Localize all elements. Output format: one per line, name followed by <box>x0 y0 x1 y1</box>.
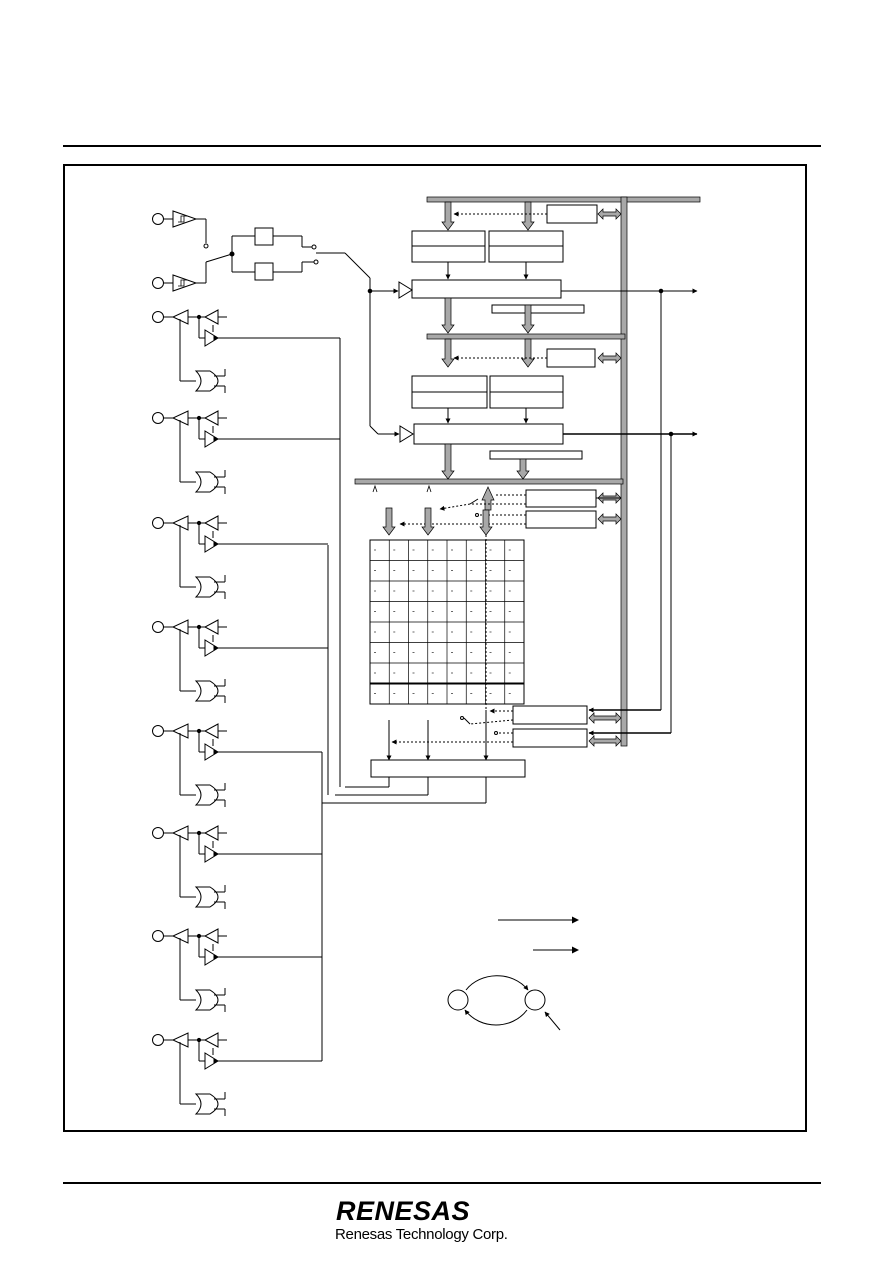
port-pin-3 <box>152 621 164 633</box>
footer-rule <box>63 1182 821 1184</box>
direction-buffer-1 <box>204 430 219 448</box>
direction-buffer-5 <box>204 845 219 863</box>
timer2-latch <box>489 450 583 460</box>
port-data-register-1 <box>512 705 588 725</box>
timer-block-1 <box>367 201 698 334</box>
port-pin-5 <box>152 827 164 839</box>
legend-state-b <box>524 989 546 1011</box>
input-buffer-7 <box>203 1032 219 1048</box>
port-direction-register <box>525 489 597 508</box>
input-buffer-4 <box>203 723 219 739</box>
or-gate-7 <box>194 1093 219 1115</box>
internal-data-bus <box>354 196 701 747</box>
port-pin-7 <box>152 1034 164 1046</box>
direction-buffer-2 <box>204 535 219 553</box>
port-matrix-section <box>328 291 672 804</box>
direction-buffer-4 <box>204 743 219 761</box>
clock-input-section <box>152 210 371 292</box>
input-buffer-1 <box>203 410 219 426</box>
brand-subtitle: Renesas Technology Corp. <box>335 1226 508 1243</box>
flip-flop-2 <box>254 262 274 281</box>
or-gate-5 <box>194 886 219 908</box>
port-control-register <box>525 510 597 529</box>
timer-block-2 <box>369 291 698 480</box>
output-latch <box>370 759 526 778</box>
port-channel-6 <box>152 928 322 1012</box>
direction-buffer-6 <box>204 948 219 966</box>
legend-state-a <box>447 989 469 1011</box>
timer1-counter <box>411 279 562 299</box>
or-gate-3 <box>194 680 219 702</box>
port-channel-7 <box>152 1032 322 1116</box>
port-channels <box>152 309 341 1116</box>
port-pin-1 <box>152 412 164 424</box>
input-buffer-2 <box>203 515 219 531</box>
legend <box>447 916 579 1031</box>
timer2-counter <box>413 423 564 445</box>
timer1-count-source-buffer <box>398 281 413 299</box>
input-buffer-5 <box>203 825 219 841</box>
direction-buffer-3 <box>204 639 219 657</box>
port-channel-5 <box>152 825 322 909</box>
direction-buffer-0 <box>204 329 219 347</box>
port-data-register-2 <box>512 728 588 748</box>
timer1-latch <box>491 304 585 314</box>
or-gate-0 <box>194 370 219 392</box>
port-pin-2 <box>152 517 164 529</box>
renesas-logo: RENESAS Renesas Technology Corp. <box>333 1196 533 1250</box>
port-channel-1 <box>152 410 340 494</box>
input-buffer-0 <box>203 309 219 325</box>
timer2-control-register <box>546 348 596 368</box>
input-buffer-6 <box>203 928 219 944</box>
or-gate-6 <box>194 989 219 1011</box>
timer1-control-register <box>546 204 598 224</box>
flip-flop-1 <box>254 227 274 246</box>
port-channel-0 <box>152 309 340 393</box>
input-pin-2 <box>152 277 164 289</box>
schmitt-buffer-2 <box>172 274 198 292</box>
or-gate-2 <box>194 576 219 598</box>
input-buffer-3 <box>203 619 219 635</box>
port-pin-4 <box>152 725 164 737</box>
brand-wordmark: RENESAS <box>336 1196 471 1226</box>
header-rule <box>63 145 821 147</box>
data-matrix <box>369 535 525 710</box>
timer2-count-source-buffer <box>399 425 414 443</box>
port-pin-0 <box>152 311 164 323</box>
or-gate-1 <box>194 471 219 493</box>
direction-buffer-7 <box>204 1052 219 1070</box>
port-channel-3 <box>152 619 328 703</box>
or-gate-4 <box>194 784 219 806</box>
input-pin-1 <box>152 213 164 225</box>
port-pin-6 <box>152 930 164 942</box>
port-channel-2 <box>152 515 328 599</box>
diagram-frame <box>63 164 807 1132</box>
schmitt-buffer-1 <box>172 210 198 228</box>
port-channel-4 <box>152 723 322 807</box>
